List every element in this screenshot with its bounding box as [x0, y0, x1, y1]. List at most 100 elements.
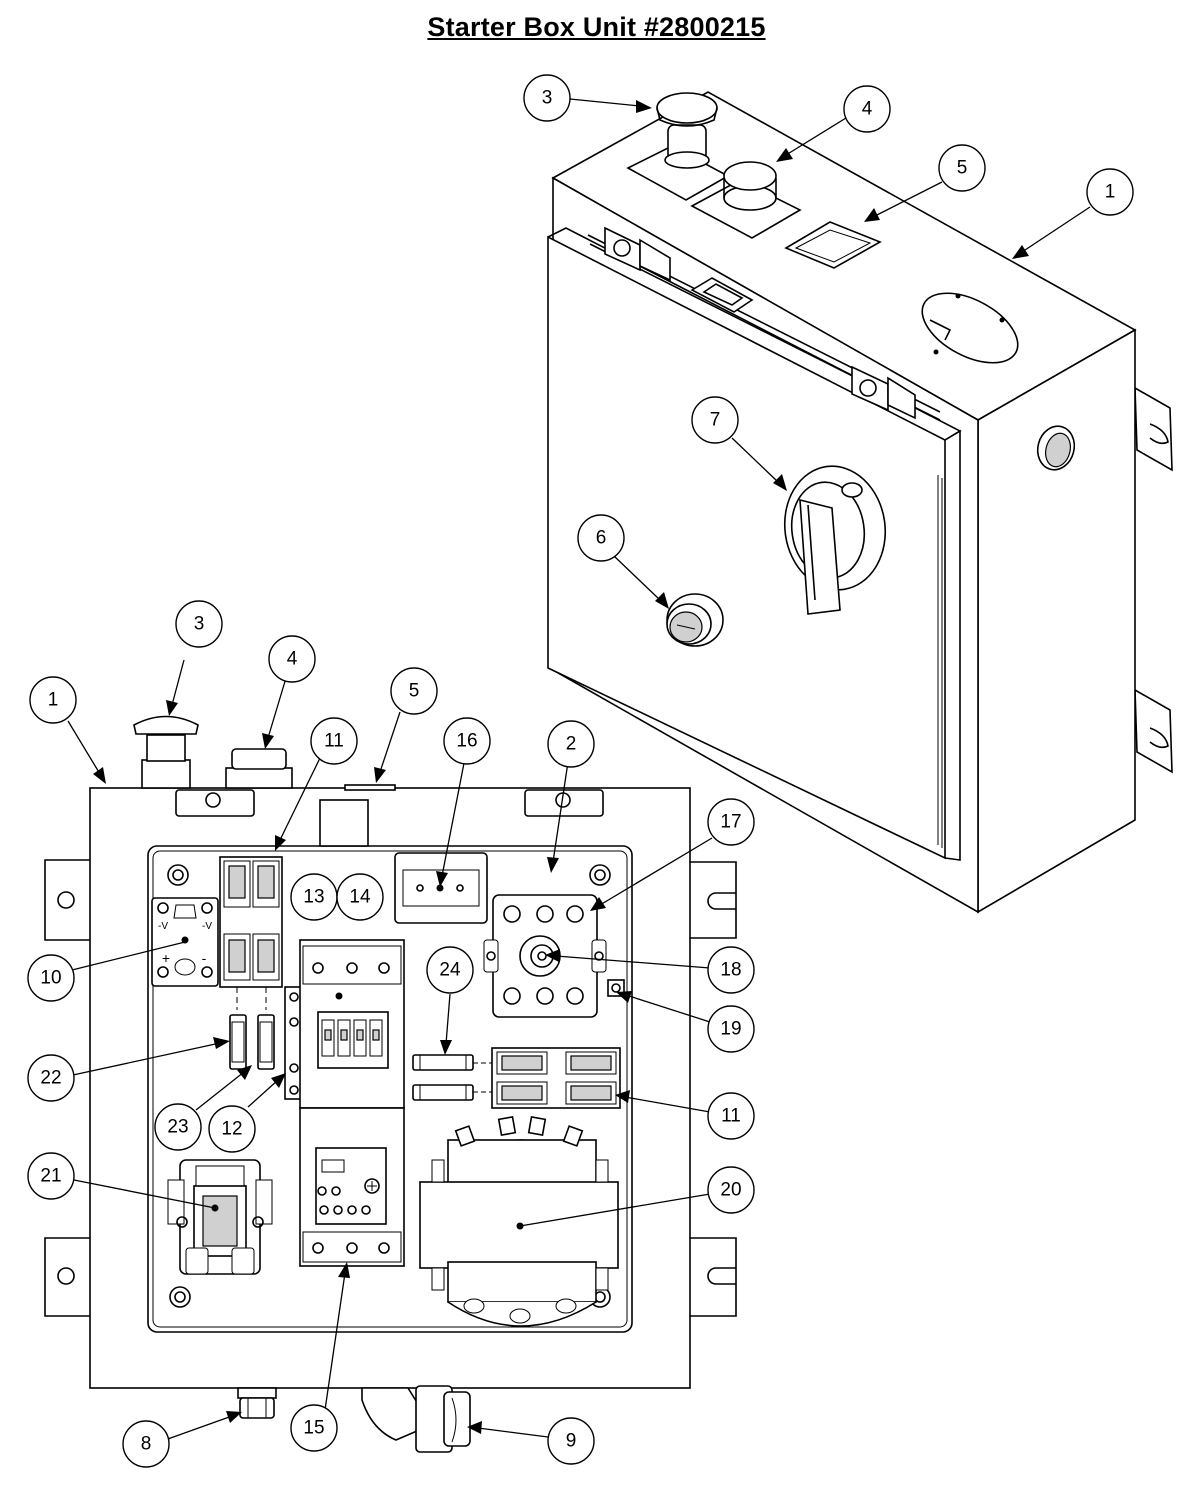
callout-label: 20 — [720, 1180, 741, 1201]
callout-label: 17 — [720, 812, 741, 833]
callout-front-2: 2 — [547, 720, 595, 768]
transformer-terminals — [454, 1115, 584, 1147]
callout-label: 12 — [221, 1119, 242, 1140]
iso-latch-left — [604, 226, 671, 282]
callout-label: 3 — [542, 88, 553, 109]
callout-label: 6 — [596, 528, 607, 549]
callout-front-17: 17 — [707, 798, 755, 846]
iso-mounting-tab-lower — [1134, 688, 1173, 774]
callout-label: 16 — [456, 731, 477, 752]
callout-label: 5 — [957, 158, 968, 179]
callout-iso-4: 4 — [843, 85, 891, 133]
front-ear-left-upper — [44, 859, 90, 941]
callout-front-21: 21 — [27, 1152, 75, 1200]
front-fuse-blocks-left — [219, 856, 283, 1010]
front-ear-right-upper — [690, 861, 737, 939]
iso-padlock-hasp — [690, 277, 754, 313]
iso-disconnect-handle — [783, 465, 887, 615]
callout-label: 4 — [287, 649, 298, 670]
ps-label-br: - — [202, 950, 207, 966]
callout-front-16: 16 — [443, 717, 491, 765]
callout-label: 22 — [40, 1068, 61, 1089]
callout-label: 10 — [40, 968, 61, 989]
callout-iso-7: 7 — [691, 396, 739, 444]
callout-iso-5: 5 — [938, 144, 986, 192]
iso-side-knockout — [1036, 425, 1076, 471]
callout-iso-1: 1 — [1086, 168, 1134, 216]
callout-iso-6: 6 — [577, 514, 625, 562]
callout-front-12: 12 — [208, 1105, 256, 1153]
callout-label: 1 — [1105, 182, 1116, 203]
isometric-view — [547, 91, 1173, 914]
front-wire-duct-top — [319, 799, 369, 847]
callout-label: 1 — [48, 690, 59, 711]
callout-front-22: 22 — [27, 1054, 75, 1102]
callout-front-24: 24 — [426, 946, 474, 994]
callout-label: 2 — [566, 734, 577, 755]
callout-front-9: 9 — [547, 1417, 595, 1465]
callout-label: 9 — [566, 1431, 577, 1452]
callout-label: 3 — [194, 614, 205, 635]
callout-front-23: 23 — [154, 1103, 202, 1151]
ps-label-tr: -V — [202, 921, 212, 932]
callout-front-3: 3 — [175, 600, 223, 648]
callout-label: 13 — [303, 887, 324, 908]
front-ear-left-lower — [44, 1237, 90, 1317]
callout-label: 23 — [167, 1117, 188, 1138]
iso-fan-cutout — [921, 292, 1019, 364]
callout-front-18: 18 — [707, 946, 755, 994]
callout-label: 14 — [349, 887, 371, 908]
callout-front-1: 1 — [29, 676, 77, 724]
callout-front-10: 10 — [27, 954, 75, 1002]
callout-front-15: 15 — [290, 1404, 338, 1452]
front-overload-relay — [299, 1107, 405, 1267]
front-fuse-blocks-right — [473, 1047, 621, 1109]
front-relay — [167, 1159, 273, 1275]
iso-latch-right — [851, 365, 916, 420]
callout-front-4: 4 — [268, 635, 316, 683]
callout-front-5: 5 — [390, 667, 438, 715]
front-conduit-fitting-9 — [361, 1385, 471, 1453]
callout-label: 19 — [720, 1019, 741, 1040]
front-estop — [133, 715, 199, 789]
callout-label: 21 — [40, 1166, 61, 1187]
front-contactor — [299, 939, 405, 1109]
iso-reset-button — [666, 593, 724, 647]
iso-mounting-tab-upper — [1134, 386, 1173, 472]
callout-label: 8 — [141, 1434, 152, 1455]
callout-label: 15 — [303, 1418, 324, 1439]
ps-label-tl: -V — [158, 921, 168, 932]
front-fuses-22-23 — [229, 1014, 275, 1070]
callout-iso-3: 3 — [523, 74, 571, 122]
iso-nameplate — [784, 221, 882, 269]
front-cord-grip-8 — [237, 1387, 277, 1419]
iso-box-side — [977, 328, 1136, 914]
ps-label-bl: + — [162, 950, 170, 966]
front-disconnect-switch — [483, 894, 607, 1018]
callout-label: 11 — [324, 731, 344, 752]
iso-start-button — [690, 161, 802, 239]
front-ear-right-lower — [690, 1237, 737, 1317]
callout-label: 5 — [409, 681, 420, 702]
callout-label: 11 — [721, 1106, 741, 1127]
iso-estop-button — [626, 92, 730, 201]
front-latch-tabs — [175, 789, 604, 817]
front-fuse-24 — [412, 1054, 474, 1101]
callout-label: 7 — [710, 410, 721, 431]
leader-lines — [67, 98, 1091, 1441]
callout-front-19: 19 — [707, 1005, 755, 1053]
callout-label: 24 — [439, 960, 461, 981]
callout-front-14: 14 — [336, 873, 384, 921]
callout-front-11b: 11 — [707, 1092, 755, 1140]
front-nameplate-edge — [344, 784, 396, 791]
front-terminal-block-16 — [394, 852, 488, 924]
front-transformer — [419, 1115, 619, 1327]
front-view: -V -V + - — [44, 715, 737, 1453]
diagram-title: Starter Box Unit #2800215 — [427, 12, 766, 42]
callout-front-20: 20 — [707, 1166, 755, 1214]
callout-front-8: 8 — [122, 1420, 170, 1468]
callout-front-11a: 11 — [310, 717, 358, 765]
callout-label: 18 — [720, 960, 741, 981]
front-start-btn — [225, 748, 293, 789]
